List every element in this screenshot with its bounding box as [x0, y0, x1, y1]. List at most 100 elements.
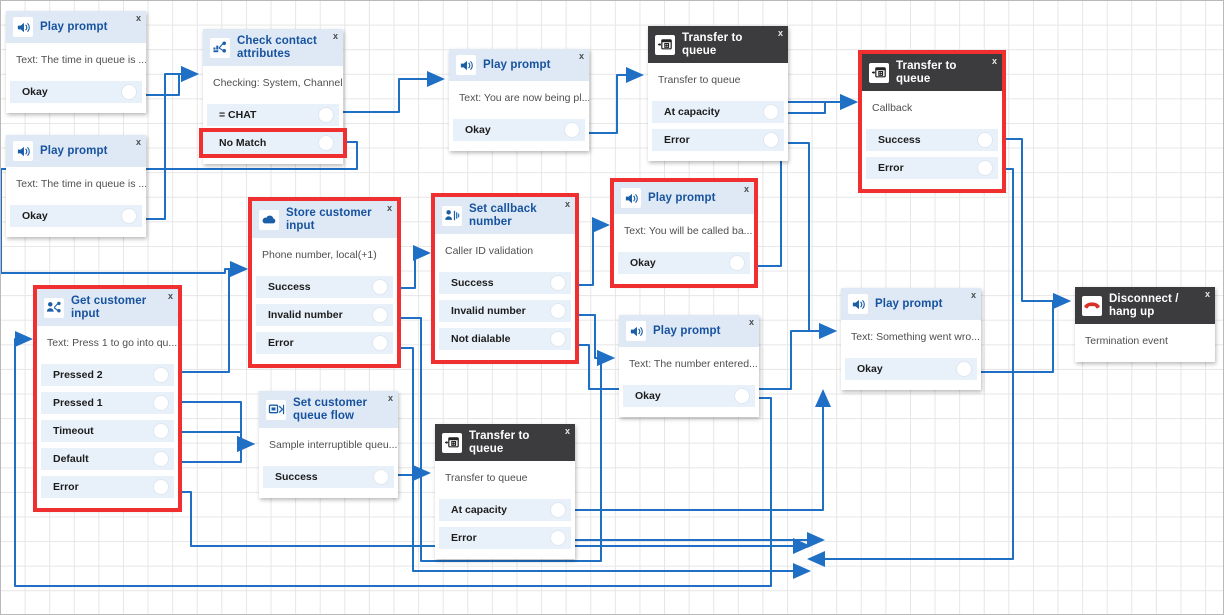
branch-row[interactable]: Success: [439, 272, 571, 294]
branch-connector-handle[interactable]: [154, 480, 168, 494]
close-icon[interactable]: x: [991, 56, 997, 66]
branch-connector-handle[interactable]: [551, 503, 565, 517]
branch-row[interactable]: No Match: [199, 128, 347, 158]
branch-connector-handle[interactable]: [735, 389, 749, 403]
branch-row[interactable]: Timeout: [41, 420, 174, 442]
branch-connector-handle[interactable]: [373, 336, 387, 350]
branch-connector-handle[interactable]: [154, 396, 168, 410]
close-icon[interactable]: x: [777, 28, 783, 38]
branch-connector-handle[interactable]: [154, 452, 168, 466]
branch-row[interactable]: Okay: [10, 81, 142, 103]
branch-row[interactable]: Success: [263, 466, 394, 488]
node-header[interactable]: Check contact attributes x: [203, 29, 343, 66]
branch-row[interactable]: Default: [41, 448, 174, 470]
close-icon[interactable]: x: [748, 317, 754, 327]
close-icon[interactable]: x: [578, 51, 584, 61]
branch-connector-handle[interactable]: [319, 108, 333, 122]
close-icon[interactable]: x: [564, 199, 570, 209]
branch-row[interactable]: Error: [866, 157, 998, 179]
close-icon[interactable]: x: [332, 31, 338, 41]
branch-connector-handle[interactable]: [154, 368, 168, 382]
branch-row[interactable]: At capacity: [652, 101, 784, 123]
branch-connector-handle[interactable]: [154, 424, 168, 438]
branch-connector-handle[interactable]: [373, 280, 387, 294]
branch-row[interactable]: At capacity: [439, 499, 571, 521]
branch-connector-handle[interactable]: [764, 105, 778, 119]
branch-row[interactable]: Okay: [618, 252, 750, 274]
branch-connector-handle[interactable]: [551, 332, 565, 346]
branch-row[interactable]: Not dialable: [439, 328, 571, 350]
branch-connector-handle[interactable]: [565, 123, 579, 137]
branch-row[interactable]: Error: [41, 476, 174, 498]
branch-row[interactable]: Invalid number: [256, 304, 393, 326]
branch-connector-handle[interactable]: [551, 276, 565, 290]
branch-connector-handle[interactable]: [978, 161, 992, 175]
close-icon[interactable]: x: [1204, 289, 1210, 299]
branch-row[interactable]: Success: [866, 129, 998, 151]
close-icon[interactable]: x: [167, 291, 173, 301]
branch-connector-handle[interactable]: [373, 308, 387, 322]
branch-row[interactable]: Okay: [10, 205, 142, 227]
node-title: Check contact attributes: [237, 35, 317, 60]
branch-row[interactable]: = CHAT: [207, 104, 339, 126]
branch-connector-handle[interactable]: [957, 362, 971, 376]
close-icon[interactable]: x: [970, 290, 976, 300]
branch-connector-handle[interactable]: [122, 209, 136, 223]
branch-row[interactable]: Pressed 2: [41, 364, 174, 386]
branch-connector-handle[interactable]: [978, 133, 992, 147]
branch-row[interactable]: Error: [652, 129, 784, 151]
branch-row[interactable]: Error: [256, 332, 393, 354]
branch-connector-handle[interactable]: [319, 136, 333, 150]
close-icon[interactable]: x: [386, 203, 392, 213]
branch-row[interactable]: Pressed 1: [41, 392, 174, 414]
close-icon[interactable]: x: [743, 184, 749, 194]
close-icon[interactable]: x: [135, 137, 141, 147]
branch-row[interactable]: Success: [256, 276, 393, 298]
branch-row[interactable]: Okay: [845, 358, 977, 380]
branch-row[interactable]: Okay: [623, 385, 755, 407]
close-icon[interactable]: x: [135, 13, 141, 23]
branch-row[interactable]: Okay: [453, 119, 585, 141]
branch-connector-handle[interactable]: [764, 133, 778, 147]
branch-connector-handle[interactable]: [374, 470, 388, 484]
branch-row[interactable]: Error: [439, 527, 571, 549]
branch-connector-handle[interactable]: [551, 304, 565, 318]
close-icon[interactable]: x: [564, 426, 570, 436]
close-icon[interactable]: x: [387, 393, 393, 403]
branch-connector-handle[interactable]: [122, 85, 136, 99]
branch-row[interactable]: Invalid number: [439, 300, 571, 322]
branch-connector-handle[interactable]: [551, 531, 565, 545]
branch-connector-handle[interactable]: [730, 256, 744, 270]
